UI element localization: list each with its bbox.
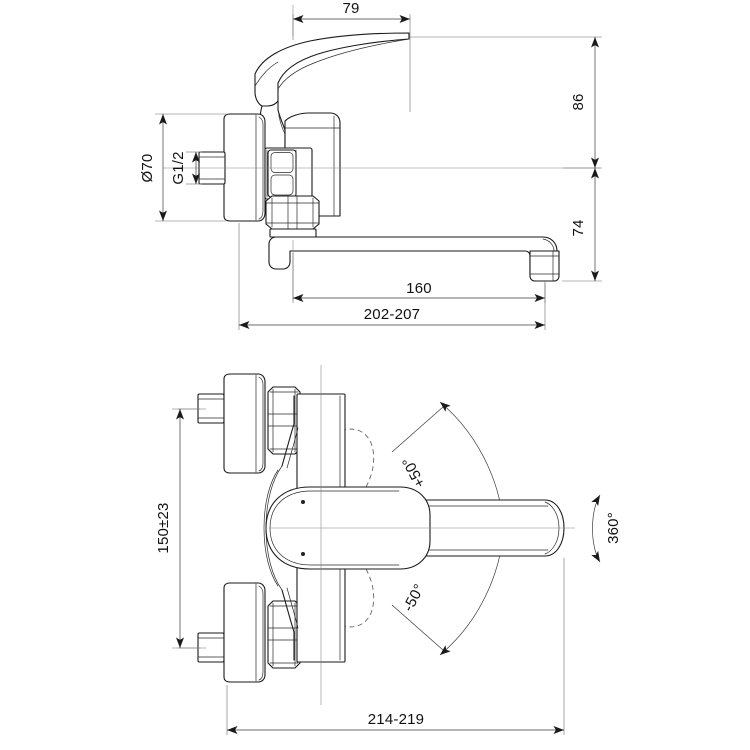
dim-label-79: 79 xyxy=(342,0,359,17)
dimension-height-above-axis: 86 xyxy=(410,36,602,169)
dimension-spout-reach: 160 xyxy=(292,253,546,303)
dim-label-202-207: 202-207 xyxy=(364,306,420,323)
rotation-360-indicator: 360° xyxy=(591,494,622,563)
dimension-height-below-axis: 74 xyxy=(562,168,602,282)
dim-label-150pm23: 150±23 xyxy=(155,502,172,553)
inlet-assembly-upper xyxy=(197,373,301,474)
spout-side xyxy=(268,236,560,282)
cartridge-nut-upper xyxy=(264,147,313,200)
dim-label-160: 160 xyxy=(406,280,432,297)
dim-label-74: 74 xyxy=(570,219,587,236)
dim-label-plus50: +50° xyxy=(399,454,429,490)
dim-label-minus50: -50° xyxy=(400,581,428,614)
dimension-lever-reach: 79 xyxy=(292,0,411,112)
fixing-screw-upper-icon xyxy=(301,500,305,504)
dim-label-86: 86 xyxy=(570,93,587,110)
dimension-overall-depth: 202-207 xyxy=(238,223,546,330)
dimension-overall-width: 214-219 xyxy=(226,558,565,735)
dim-label-360: 360° xyxy=(605,512,622,544)
hex-nut-lower xyxy=(265,195,320,238)
wall-flange xyxy=(223,113,266,222)
dimension-inlet-spacing: 150±23 xyxy=(155,408,206,649)
view-side-elevation: 79 86 74 Ø70 G1/2 xyxy=(139,0,602,330)
dim-label-d70: Ø70 xyxy=(139,154,156,183)
dimension-thread-size: G1/2 xyxy=(170,151,202,185)
view-front-elevation: +50° -50° xyxy=(155,365,622,735)
fixing-screw-lower-icon xyxy=(301,552,305,556)
dim-label-214-219: 214-219 xyxy=(368,711,424,728)
inlet-assembly-lower xyxy=(197,582,301,683)
dim-label-g12: G1/2 xyxy=(170,151,187,184)
dimension-flange-diameter: Ø70 xyxy=(139,113,226,222)
